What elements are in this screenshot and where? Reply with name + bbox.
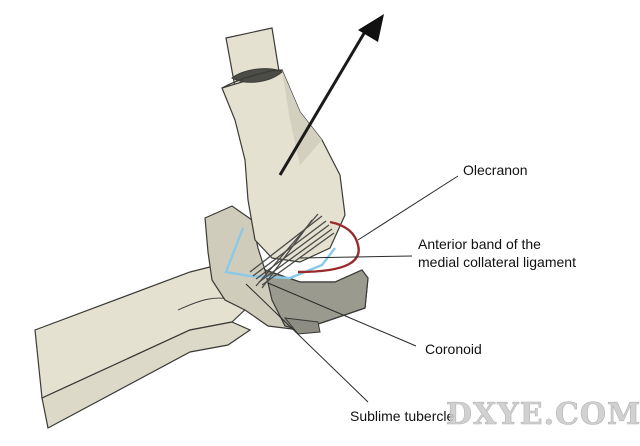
sublime-tubercle-leader — [245, 283, 369, 403]
radial-head-tip — [283, 317, 321, 335]
posterior-band-red-outline — [297, 220, 360, 274]
label-coronoid: Coronoid — [425, 341, 482, 357]
humerus-shadow — [282, 70, 322, 165]
force-arrow — [278, 14, 384, 176]
leader-lines — [245, 175, 459, 403]
ligaments — [224, 213, 360, 289]
coronoid-leader — [267, 282, 417, 347]
label-anterior-band-line1: Anterior band of the — [418, 236, 541, 252]
anterior-band-leader — [299, 255, 413, 259]
radius-shaft — [41, 321, 252, 429]
humerus-cut-rim — [221, 69, 283, 89]
label-sublime-tubercle: Sublime tubercle — [350, 408, 454, 424]
humerus — [221, 27, 346, 263]
watermark-logo: DXYE.COM — [446, 397, 640, 432]
olecranon-leader — [357, 175, 459, 241]
label-anterior-band-line2: medial collateral ligament — [418, 254, 576, 270]
label-olecranon: Olecranon — [463, 162, 528, 178]
mcl-anterior-band-fibers — [249, 213, 335, 289]
forearm-bones — [34, 257, 263, 429]
arrow-head-icon — [358, 14, 384, 42]
